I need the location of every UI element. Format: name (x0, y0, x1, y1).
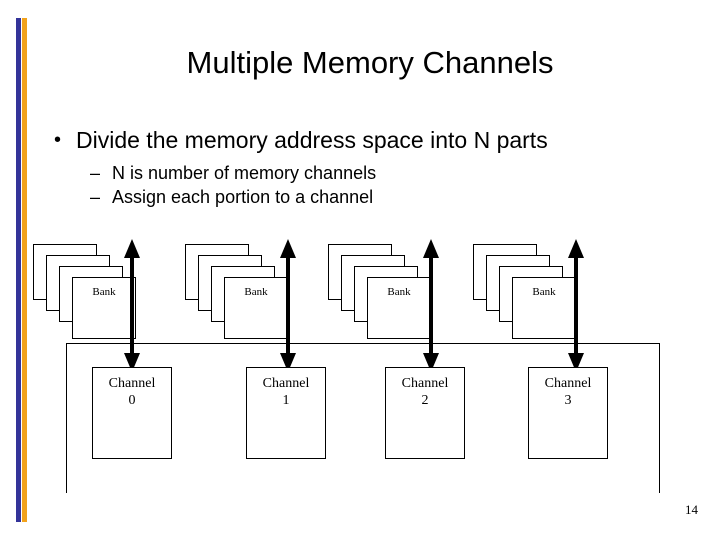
bank-label: Bank (532, 286, 556, 298)
bullet-level2-1: – Assign each portion to a channel (90, 185, 686, 209)
bullet-marker-icon: • (54, 129, 62, 151)
bank-stack-1: Bank (185, 244, 288, 339)
channel-label-3: Channel 3 (529, 375, 607, 409)
bus-arrow-3 (566, 239, 586, 372)
bank-label: Bank (92, 286, 116, 298)
channel-word: Channel (262, 376, 310, 391)
channel-number: 3 (564, 393, 572, 408)
bullet-level1-text: Divide the memory address space into N p… (76, 127, 548, 153)
bank-stack-3: Bank (473, 244, 576, 339)
bullet-level2-text-1: Assign each portion to a channel (112, 187, 374, 207)
dash-marker-icon: – (90, 163, 101, 183)
memory-controller-enclosure (66, 343, 660, 493)
bus-arrow-1 (278, 239, 298, 372)
channel-number: 0 (128, 393, 136, 408)
bullet-level2-0: – N is number of memory channels (90, 161, 686, 185)
bank-card-front: Bank (367, 277, 431, 339)
bus-arrow-0 (122, 239, 142, 372)
bank-card-front: Bank (72, 277, 136, 339)
channel-word: Channel (108, 376, 156, 391)
channel-box-2[interactable]: Channel 2 (385, 367, 465, 459)
channel-number: 1 (282, 393, 290, 408)
left-accent-stripe-blue (16, 18, 21, 522)
channel-box-0[interactable]: Channel 0 (92, 367, 172, 459)
channel-word: Channel (401, 376, 449, 391)
channel-word: Channel (544, 376, 592, 391)
channel-box-1[interactable]: Channel 1 (246, 367, 326, 459)
bank-card-front: Bank (512, 277, 576, 339)
left-accent-stripe-orange (22, 18, 27, 522)
bank-stack-0: Bank (33, 244, 136, 339)
channel-label-0: Channel 0 (93, 375, 171, 409)
bullet-level1: • Divide the memory address space into N… (46, 125, 686, 155)
channel-label-2: Channel 2 (386, 375, 464, 409)
bank-label: Bank (387, 286, 411, 298)
bullet-list: • Divide the memory address space into N… (46, 125, 686, 209)
channel-label-1: Channel 1 (247, 375, 325, 409)
bullet-sublist: – N is number of memory channels – Assig… (46, 161, 686, 209)
dash-marker-icon: – (90, 187, 101, 207)
channel-number: 2 (421, 393, 429, 408)
bank-stack-2: Bank (328, 244, 431, 339)
bank-card-front: Bank (224, 277, 288, 339)
slide-title: Multiple Memory Channels (186, 45, 554, 80)
bank-label: Bank (244, 286, 268, 298)
channel-box-3[interactable]: Channel 3 (528, 367, 608, 459)
bullet-level2-text-0: N is number of memory channels (112, 163, 377, 183)
bus-arrow-2 (421, 239, 441, 372)
page-number: 14 (685, 502, 698, 517)
